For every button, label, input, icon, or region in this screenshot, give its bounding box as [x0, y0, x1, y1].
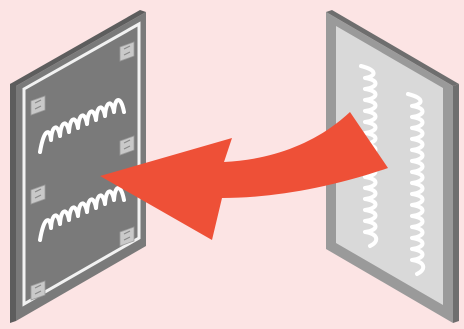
- left-panel-side-edge: [10, 82, 16, 323]
- right-panel-side-edge: [453, 84, 459, 323]
